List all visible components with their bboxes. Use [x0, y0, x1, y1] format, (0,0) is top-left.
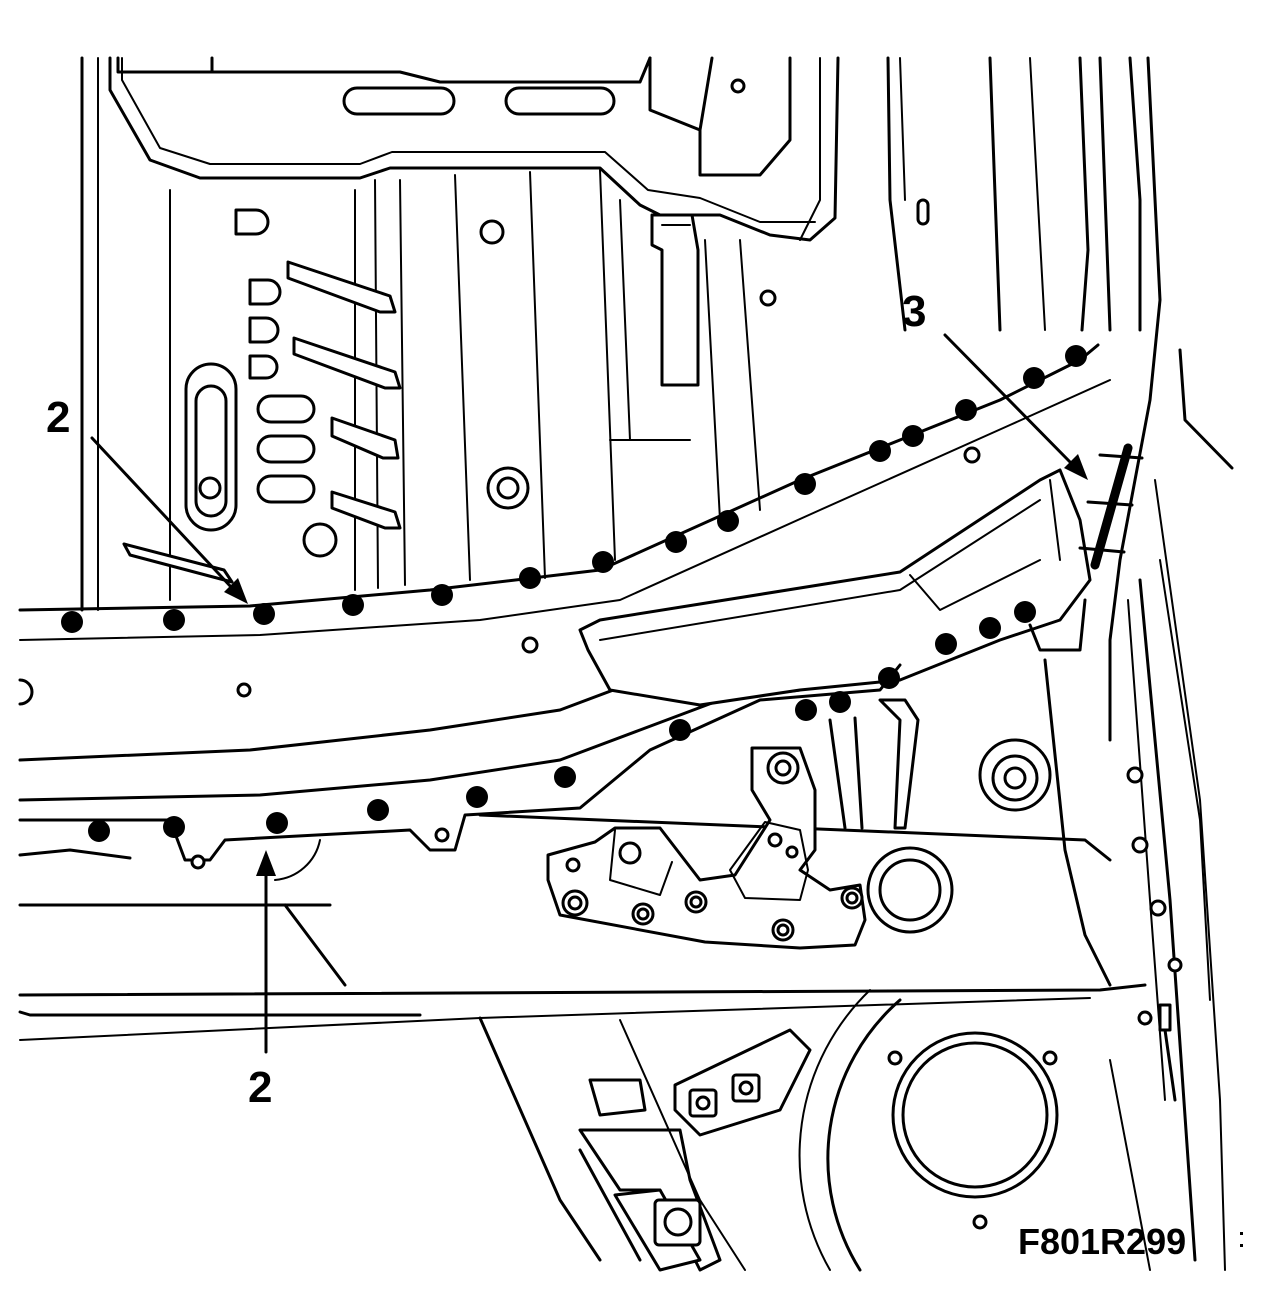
- weld-spot: [61, 611, 83, 633]
- weld-spot: [1023, 367, 1045, 389]
- weld-spot: [878, 667, 900, 689]
- weld-spot: [266, 812, 288, 834]
- arrowhead-3: [1064, 454, 1088, 480]
- weld-spot: [1014, 601, 1036, 623]
- weld-spot: [794, 473, 816, 495]
- code-separator-dots: [1240, 1232, 1243, 1247]
- upper-inner-panel: [80, 56, 930, 612]
- callout-2-upper: 2: [46, 393, 70, 442]
- arrowhead-upper-2: [224, 578, 248, 604]
- leader-arrows: [90, 333, 1088, 1054]
- weld-spot: [665, 531, 687, 553]
- weld-spot: [935, 633, 957, 655]
- weld-seam: [1078, 443, 1144, 570]
- weld-spot: [869, 440, 891, 462]
- figure-code: F801R299: [1018, 1221, 1186, 1262]
- weld-spot: [367, 799, 389, 821]
- weld-spot: [554, 766, 576, 788]
- weld-spots: [61, 345, 1087, 842]
- weld-spot: [1065, 345, 1087, 367]
- arrowhead-lower-2: [256, 850, 276, 876]
- weld-spot: [253, 603, 275, 625]
- weld-spot: [902, 425, 924, 447]
- weld-spot: [431, 584, 453, 606]
- weld-spot: [592, 551, 614, 573]
- sill-member: [18, 343, 1147, 1041]
- door-pillar: [886, 56, 1234, 1271]
- weld-spot: [669, 719, 691, 741]
- callout-2-lower: 2: [248, 1063, 272, 1112]
- weld-spot: [519, 567, 541, 589]
- weld-spot: [163, 609, 185, 631]
- weld-spot: [979, 617, 1001, 639]
- striker-bracket: [546, 598, 1112, 987]
- weld-spot: [717, 510, 739, 532]
- wheel-housing: [478, 989, 1151, 1272]
- weld-spot: [466, 786, 488, 808]
- weld-spot: [163, 816, 185, 838]
- weld-spot: [955, 399, 977, 421]
- weld-spot: [795, 699, 817, 721]
- weld-spot: [88, 820, 110, 842]
- weld-spot: [829, 691, 851, 713]
- callout-3: 3: [902, 287, 926, 336]
- weld-spot: [342, 594, 364, 616]
